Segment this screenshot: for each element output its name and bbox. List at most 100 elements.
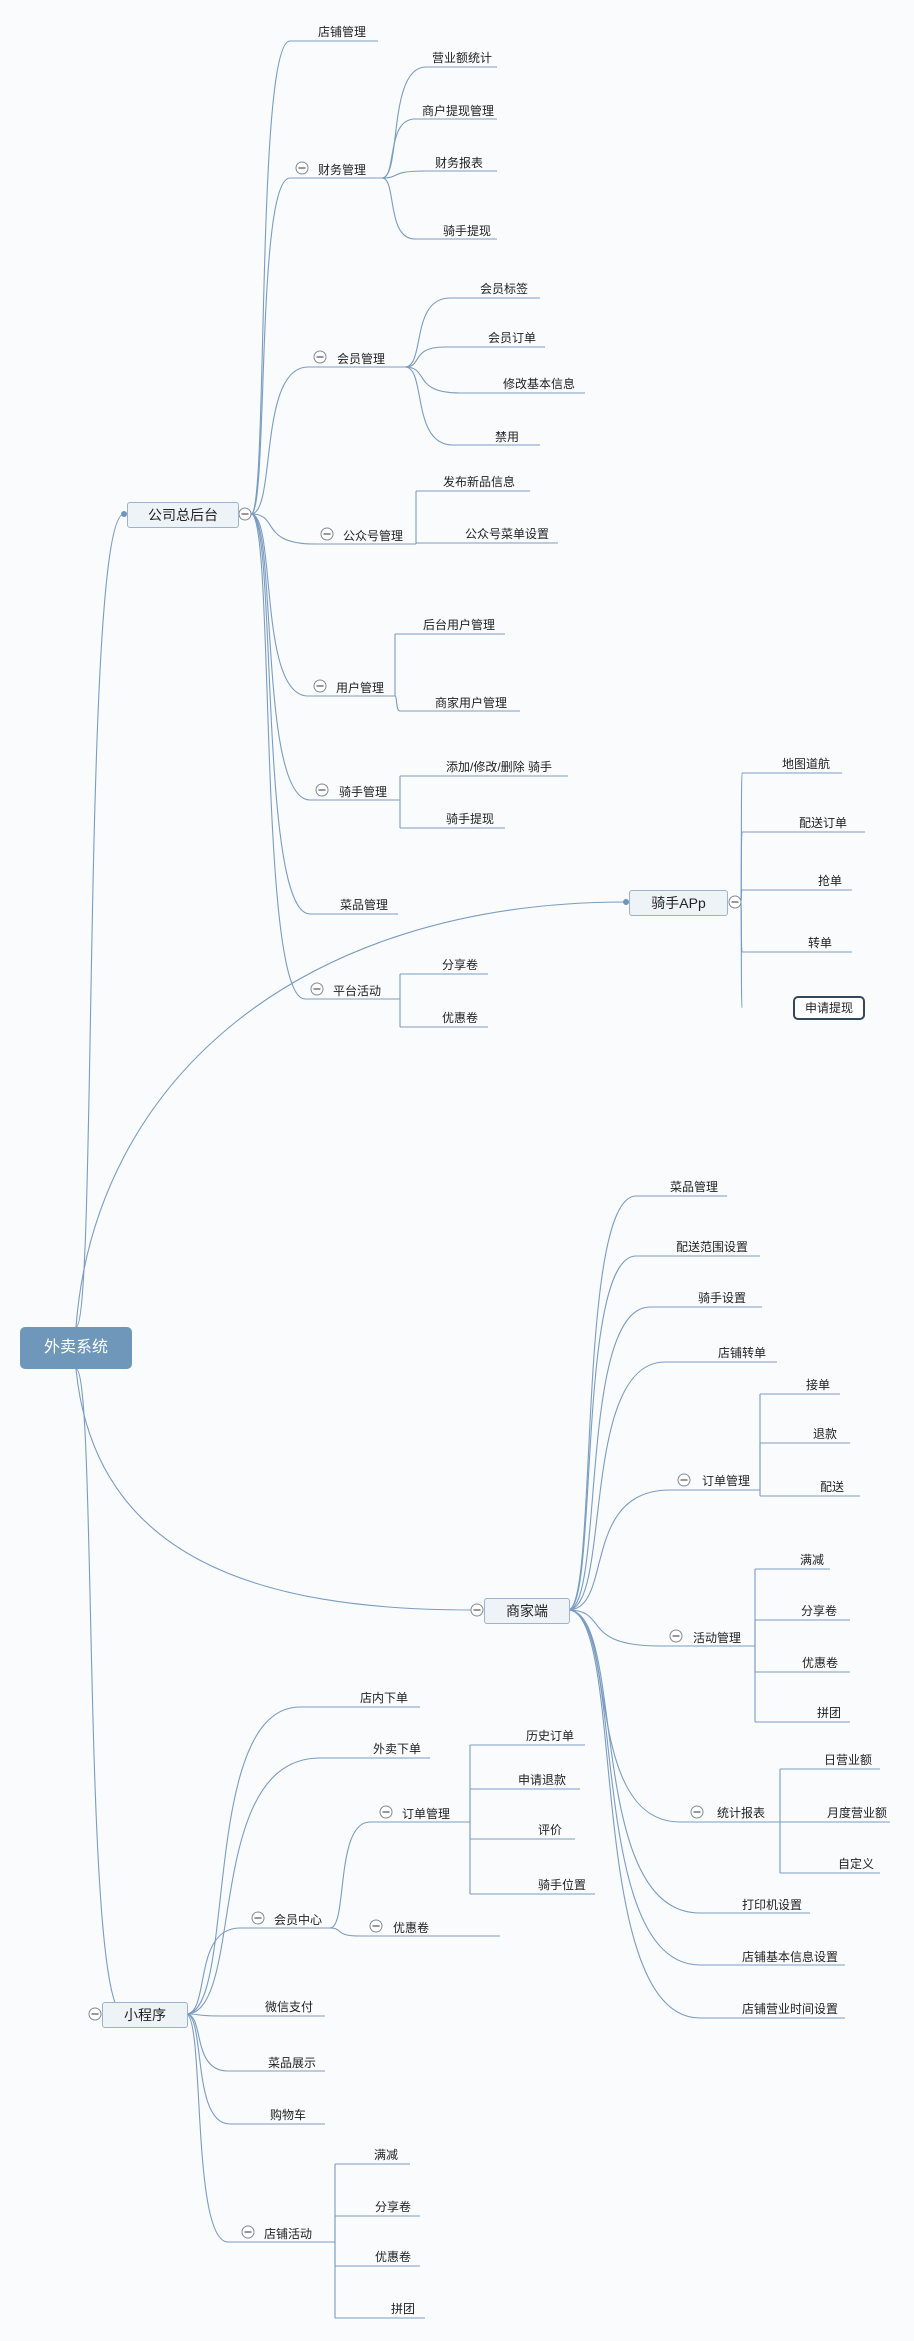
- leaf-mini-coupons[interactable]: 优惠卷: [393, 1921, 430, 1935]
- leaf-full-reduction[interactable]: 满减: [800, 1553, 825, 1567]
- edge-mini-child-0: [185, 1706, 301, 2015]
- leaf-printer-settings[interactable]: 打印机设置: [742, 1898, 803, 1912]
- leaf-rider-crud[interactable]: 添加/修改/删除 骑手: [446, 760, 553, 774]
- subbranch-official-account[interactable]: 公众号管理: [343, 529, 404, 543]
- leaf-dish-management[interactable]: 菜品管理: [340, 898, 389, 912]
- collapse-toggle-company-child-5[interactable]: [315, 783, 329, 797]
- leaf-shopping-cart[interactable]: 购物车: [270, 2108, 307, 2122]
- collapse-toggle-rider-app[interactable]: [728, 895, 742, 909]
- leaf-grab-order[interactable]: 抢单: [818, 874, 843, 888]
- leaf-edit-basic-info[interactable]: 修改基本信息: [503, 377, 576, 391]
- expand-dot-rider-app[interactable]: [623, 899, 629, 905]
- leaf-store-transfer[interactable]: 店铺转单: [718, 1346, 767, 1360]
- leaf-mini-share-coupon[interactable]: 分享卷: [375, 2200, 412, 2214]
- collapse-toggle-company-child-2[interactable]: [313, 350, 327, 364]
- leaf-official-menu-settings[interactable]: 公众号菜单设置: [465, 527, 550, 541]
- collapse-toggle-mini[interactable]: [88, 2007, 102, 2021]
- leaf-wechat-pay[interactable]: 微信支付: [265, 2000, 314, 2014]
- subbranch-rider-management[interactable]: 骑手管理: [339, 785, 388, 799]
- leaf-store-basic-info[interactable]: 店铺基本信息设置: [742, 1950, 839, 1964]
- leaf-apply-refund[interactable]: 申请退款: [518, 1773, 567, 1787]
- leaf-merchant-share-coupon[interactable]: 分享卷: [801, 1604, 838, 1618]
- leaf-disable[interactable]: 禁用: [495, 430, 520, 444]
- leaf-rider-settings[interactable]: 骑手设置: [698, 1291, 747, 1305]
- leaf-dish-display[interactable]: 菜品展示: [268, 2056, 317, 2070]
- edge-users-1: [394, 695, 401, 712]
- subbranch-member[interactable]: 会员管理: [337, 352, 386, 366]
- leaf-mini-discount-coupon[interactable]: 优惠卷: [375, 2250, 412, 2264]
- leaf-rider-location[interactable]: 骑手位置: [538, 1878, 587, 1892]
- leaf-store-management[interactable]: 店铺管理: [318, 25, 367, 39]
- leaf-map-navigation[interactable]: 地图道航: [782, 757, 831, 771]
- edge-member-3: [404, 366, 454, 446]
- subbranch-activity-management[interactable]: 活动管理: [693, 1631, 742, 1645]
- leaf-refund[interactable]: 退款: [813, 1427, 838, 1441]
- leaf-delivery-orders[interactable]: 配送订单: [799, 816, 848, 830]
- edge-finance-1: [381, 118, 416, 179]
- root-node[interactable]: 外卖系统: [20, 1327, 132, 1369]
- collapse-toggle-merchant-child-4[interactable]: [677, 1473, 691, 1487]
- branch-merchant[interactable]: 商家端: [484, 1598, 570, 1624]
- leaf-apply-withdraw[interactable]: 申请提现: [793, 996, 865, 1020]
- leaf-delivery[interactable]: 配送: [820, 1480, 845, 1494]
- leaf-merchant-discount-coupon[interactable]: 优惠卷: [802, 1656, 839, 1670]
- leaf-order-history[interactable]: 历史订单: [526, 1729, 575, 1743]
- subbranch-user-management[interactable]: 用户管理: [336, 681, 385, 695]
- edge-member-center-orders: [329, 1821, 371, 1929]
- subbranch-order-management[interactable]: 订单管理: [702, 1474, 751, 1488]
- collapse-toggle-merchant[interactable]: [470, 1603, 484, 1617]
- collapse-toggle-company[interactable]: [238, 507, 252, 521]
- leaf-publish-new-product[interactable]: 发布新品信息: [443, 475, 516, 489]
- leaf-review[interactable]: 评价: [538, 1823, 563, 1837]
- leaf-member-orders[interactable]: 会员订单: [488, 331, 537, 345]
- leaf-custom[interactable]: 自定义: [838, 1857, 875, 1871]
- branch-mini-program[interactable]: 小程序: [102, 2002, 188, 2028]
- leaf-rider-withdraw-2[interactable]: 骑手提现: [446, 812, 495, 826]
- leaf-merchant-users[interactable]: 商家用户管理: [435, 696, 508, 710]
- leaf-mini-full-reduction[interactable]: 满减: [374, 2148, 399, 2162]
- collapse-toggle-merchant-child-6[interactable]: [690, 1805, 704, 1819]
- leaf-merchant-dishes[interactable]: 菜品管理: [670, 1180, 719, 1194]
- underlines: [225, 40, 890, 2319]
- leaf-monthly-revenue[interactable]: 月度营业额: [827, 1806, 888, 1820]
- collapse-toggle-company-child-1[interactable]: [295, 161, 309, 175]
- leaf-backend-users[interactable]: 后台用户管理: [423, 618, 496, 632]
- leaf-revenue-stats[interactable]: 营业额统计: [432, 51, 493, 65]
- leaf-dine-in-order[interactable]: 店内下单: [360, 1691, 409, 1705]
- leaf-delivery-range[interactable]: 配送范围设置: [676, 1240, 749, 1254]
- expand-dot-company[interactable]: [121, 511, 127, 517]
- collapse-toggle-company-child-4[interactable]: [313, 679, 327, 693]
- subbranch-finance[interactable]: 财务管理: [318, 163, 367, 177]
- subbranch-store-activities[interactable]: 店铺活动: [264, 2227, 313, 2241]
- leaf-mini-group-buy[interactable]: 拼团: [391, 2302, 416, 2316]
- edge-member-1: [404, 346, 446, 368]
- edge-root-merchant: [75, 1368, 473, 1611]
- leaf-accept-order[interactable]: 接单: [806, 1378, 831, 1392]
- leaf-merchant-withdraw[interactable]: 商户提现管理: [422, 104, 495, 118]
- leaf-share-coupon[interactable]: 分享卷: [442, 958, 479, 972]
- subbranch-platform-activities[interactable]: 平台活动: [333, 984, 382, 998]
- collapse-toggle-company-child-3[interactable]: [320, 527, 334, 541]
- leaf-daily-revenue[interactable]: 日营业额: [824, 1753, 873, 1767]
- branch-company-admin[interactable]: 公司总后台: [127, 502, 239, 528]
- subbranch-statistics-report[interactable]: 统计报表: [717, 1806, 766, 1820]
- collapse-toggle-mini-child-6[interactable]: [241, 2225, 255, 2239]
- edge-merchant-child-8: [567, 1609, 701, 1966]
- leaf-member-tags[interactable]: 会员标签: [480, 282, 529, 296]
- leaf-transfer-order[interactable]: 转单: [808, 936, 833, 950]
- subbranch-member-center[interactable]: 会员中心: [274, 1913, 323, 1927]
- collapse-toggle-mini-orders[interactable]: [379, 1805, 393, 1819]
- leaf-store-hours[interactable]: 店铺营业时间设置: [742, 2002, 839, 2016]
- leaf-rider-withdraw[interactable]: 骑手提现: [443, 224, 492, 238]
- collapse-toggle-mini-child-2[interactable]: [251, 1911, 265, 1925]
- subbranch-mini-order-management[interactable]: 订单管理: [402, 1807, 451, 1821]
- leaf-finance-report[interactable]: 财务报表: [435, 156, 484, 170]
- leaf-takeout-order[interactable]: 外卖下单: [373, 1742, 422, 1756]
- edge-member-0: [404, 297, 451, 368]
- leaf-group-buy[interactable]: 拼团: [817, 1706, 842, 1720]
- collapse-toggle-company-child-7[interactable]: [310, 982, 324, 996]
- collapse-toggle-mini-coupons[interactable]: [369, 1919, 383, 1933]
- branch-rider-app[interactable]: 骑手APp: [629, 890, 728, 916]
- collapse-toggle-merchant-child-5[interactable]: [669, 1629, 683, 1643]
- leaf-discount-coupon[interactable]: 优惠卷: [442, 1011, 479, 1025]
